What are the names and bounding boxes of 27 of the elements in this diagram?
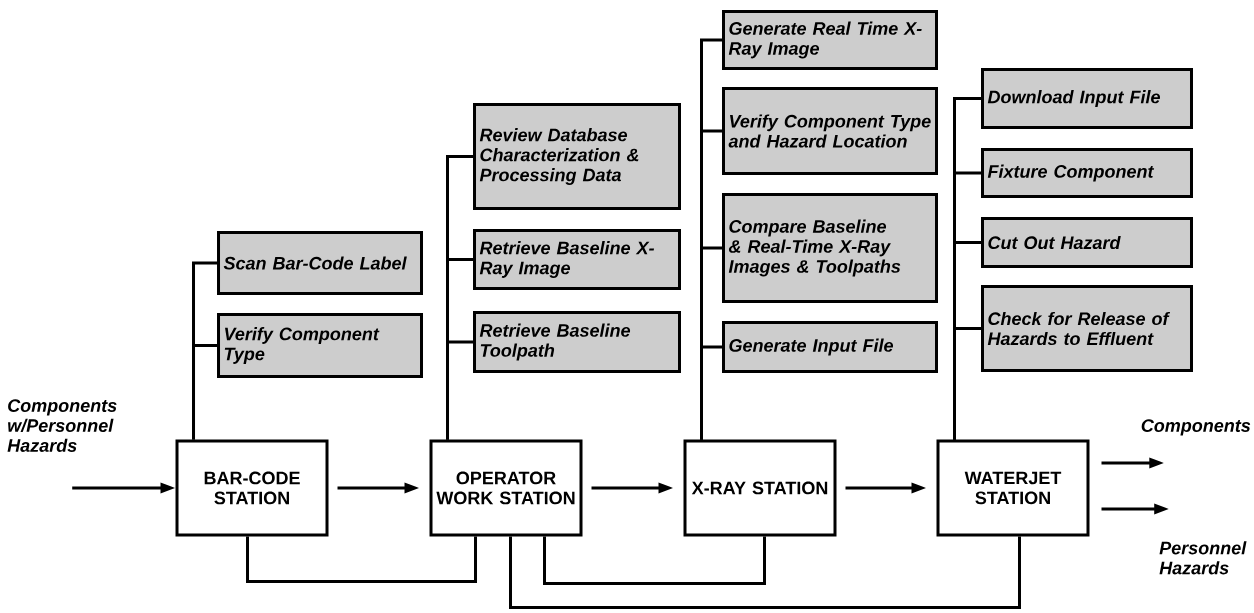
connector-line (446, 340, 473, 440)
task-box: Review Database Characterization & Processing Data (473, 103, 681, 210)
task-box: Scan Bar-Code Label (217, 231, 423, 295)
station-box: BAR-CODE STATION (175, 439, 329, 537)
flow-label: Components (1141, 419, 1251, 436)
station-box: X-RAY STATION (683, 439, 837, 537)
task-box: Check for Release of Hazards to Effluent (981, 285, 1193, 372)
task-box: Cut Out Hazard (981, 217, 1193, 268)
connector-line (509, 536, 1021, 609)
station-box: WATERJET STATION (936, 439, 1090, 537)
flow-label: Personnel Hazards (1159, 541, 1247, 575)
task-box: Fixture Component (981, 148, 1193, 198)
connector-line (953, 327, 981, 440)
task-box: Verify Component Type (217, 313, 423, 378)
task-box: Generate Real Time X-Ray Image (722, 10, 938, 70)
task-box: Retrieve Baseline X-Ray Image (473, 229, 681, 290)
flow-label: Components w/Personnel Hazards (7, 399, 117, 452)
connector-line (192, 344, 217, 440)
task-box: Verify Component Type and Hazard Location (722, 87, 938, 175)
connector-line (543, 536, 766, 585)
task-box: Retrieve Baseline Toolpath (473, 311, 681, 373)
task-box: Download Input File (981, 68, 1193, 129)
task-box: Generate Input File (722, 321, 938, 373)
task-box: Compare Baseline & Real-Time X-Ray Images & Toolpaths (722, 193, 938, 303)
connector-line (700, 345, 722, 440)
station-box: OPERATOR WORK STATION (429, 439, 583, 537)
connector-line (246, 536, 477, 583)
